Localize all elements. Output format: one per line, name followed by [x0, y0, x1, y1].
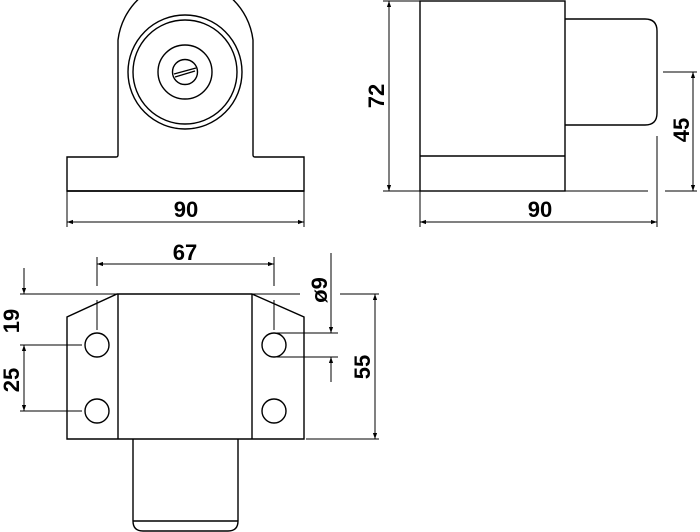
mounting-hole: [84, 332, 110, 358]
hole-spacing-dimension: 67: [173, 240, 197, 265]
side-knob: [565, 18, 658, 126]
screw-slot: [173, 67, 197, 75]
outer-ring: [127, 14, 243, 130]
hub-circle: [157, 44, 213, 100]
mounting-hole: [84, 398, 110, 424]
mounting-hole: [261, 398, 287, 424]
bottom-knob: [132, 439, 239, 532]
screw-icon: [171, 58, 199, 86]
hole-diameter-dimension: ø9: [307, 277, 332, 303]
mounting-plate: [66, 293, 305, 440]
bottom-view: 67 19 25 ø9 55: [0, 240, 379, 532]
front-width-dimension: 90: [174, 197, 198, 222]
plate-depth-dimension: 55: [350, 355, 375, 379]
screw-slot: [174, 70, 196, 78]
hole-to-hole-dimension: 25: [0, 368, 24, 392]
front-body-outline: [66, 0, 305, 192]
mounting-hole: [261, 332, 287, 358]
side-body: [419, 0, 566, 192]
knob-height-dimension: 45: [669, 118, 694, 142]
side-view: 72 45 90: [364, 0, 697, 227]
side-height-dimension: 72: [364, 84, 389, 108]
side-depth-dimension: 90: [528, 197, 552, 222]
front-view: 90: [66, 0, 305, 227]
top-to-hole-dimension: 19: [0, 309, 24, 333]
inner-ring: [132, 19, 238, 125]
